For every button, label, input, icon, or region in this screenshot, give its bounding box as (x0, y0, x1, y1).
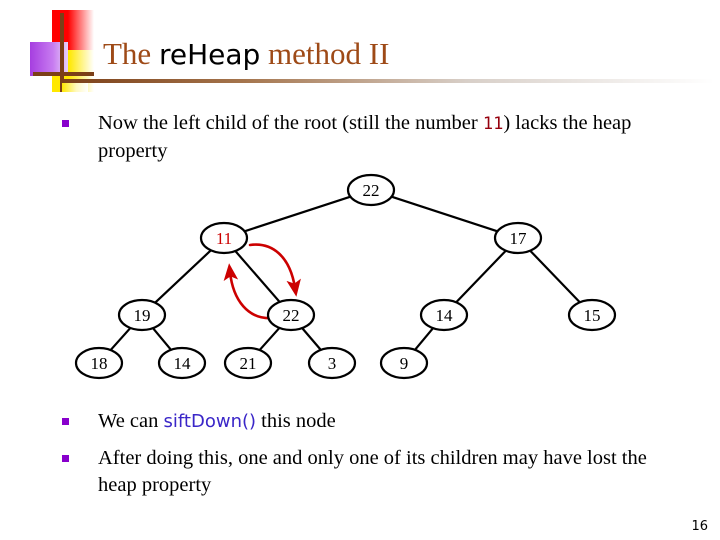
tree-edge-node-root-22-to-node-17 (391, 195, 498, 233)
tree-edge-node-22-mid-to-node-3 (301, 327, 322, 351)
node-14-left-circle (157, 346, 207, 380)
tree-edge-node-22-mid-to-node-21 (258, 327, 281, 351)
slide-logo (30, 10, 94, 92)
title-divider (62, 79, 714, 83)
node-21-circle (223, 346, 273, 380)
title-divider-accent (62, 83, 88, 92)
tree-swap-arrow-group (223, 243, 301, 320)
bullet-marker-icon (62, 418, 69, 425)
tree-edge-node-11-to-node-19 (154, 249, 212, 304)
node-11-circle (199, 221, 249, 255)
node-11: 11 (199, 221, 249, 255)
node-19-label: 19 (134, 306, 151, 325)
bullet-2-span-1: We can (98, 410, 164, 432)
logo-horizontal-bar (33, 72, 94, 76)
node-17-circle (493, 221, 543, 255)
tree-edge-node-11-to-node-22-mid (234, 250, 281, 303)
bullet-marker-icon (62, 455, 69, 462)
tree-edge-group (109, 195, 581, 351)
tree-edge-node-root-22-to-node-11 (244, 195, 351, 233)
bullet-text-1: Now the left child of the root (still th… (98, 110, 662, 165)
bullet-text-2: We can siftDown() this node (98, 408, 336, 435)
node-14-right-label: 14 (436, 306, 454, 325)
node-18: 18 (74, 346, 124, 380)
node-14-left-label: 14 (174, 354, 192, 373)
node-14-right: 14 (419, 298, 469, 332)
node-14-left: 14 (157, 346, 207, 380)
node-21-label: 21 (240, 354, 257, 373)
bullet-item-2: We can siftDown() this node (62, 408, 682, 435)
node-15-label: 15 (584, 306, 601, 325)
logo-vertical-bar (60, 13, 64, 92)
node-19: 19 (117, 298, 167, 332)
node-9: 9 (379, 346, 429, 380)
node-21: 21 (223, 346, 273, 380)
bullet-1-span-2: 11 (482, 114, 504, 134)
tree-node-group: 22 11 17 19 22 14 15 18 14 21 3 9 (74, 173, 617, 380)
node-22-mid-label: 22 (283, 306, 300, 325)
node-22-mid-circle (266, 298, 316, 332)
node-root-22-circle (346, 173, 396, 207)
node-9-label: 9 (400, 354, 409, 373)
node-15-circle (567, 298, 617, 332)
node-14-right-circle (419, 298, 469, 332)
node-22-mid: 22 (266, 298, 316, 332)
node-15: 15 (567, 298, 617, 332)
node-18-label: 18 (91, 354, 108, 373)
node-3-label: 3 (328, 354, 337, 373)
title-prefix: The (103, 36, 159, 71)
bullet-item-1: Now the left child of the root (still th… (62, 110, 662, 165)
node-root-22-label: 22 (363, 181, 380, 200)
title-code-word: reHeap (158, 38, 261, 71)
page-title: The reHeap method II (103, 36, 389, 73)
bullet-item-3: After doing this, one and only one of it… (62, 445, 690, 499)
tree-edge-node-14-right-to-node-9 (414, 327, 434, 351)
bullet-marker-icon (62, 120, 69, 127)
node-17: 17 (493, 221, 543, 255)
bullet-3-span-1: After doing this, one and only one of it… (98, 447, 647, 496)
bullet-2-span-3: this node (256, 410, 336, 432)
tree-edge-node-17-to-node-15 (529, 249, 581, 304)
node-root-22: 22 (346, 173, 396, 207)
bullet-text-3: After doing this, one and only one of it… (98, 445, 690, 499)
node-19-circle (117, 298, 167, 332)
tree-edge-node-19-to-node-14-left (152, 327, 172, 351)
bullet-1-span-1: Now the left child of the root (still th… (98, 112, 483, 134)
tree-edge-node-17-to-node-14-right (455, 249, 507, 304)
node-9-circle (379, 346, 429, 380)
page-number: 16 (691, 519, 708, 534)
bullet-1-span-3: ) lacks the heap property (98, 112, 632, 162)
bullet-2-span-2: siftDown() (163, 411, 257, 432)
node-3-circle (307, 346, 357, 380)
tree-edge-node-19-to-node-18 (109, 327, 132, 351)
node-18-circle (74, 346, 124, 380)
node-17-label: 17 (510, 229, 528, 248)
node-11-label: 11 (216, 229, 232, 248)
swap-arrow-down (248, 243, 301, 297)
swap-arrow-up (223, 263, 275, 320)
title-suffix: method II (260, 36, 390, 71)
node-3: 3 (307, 346, 357, 380)
